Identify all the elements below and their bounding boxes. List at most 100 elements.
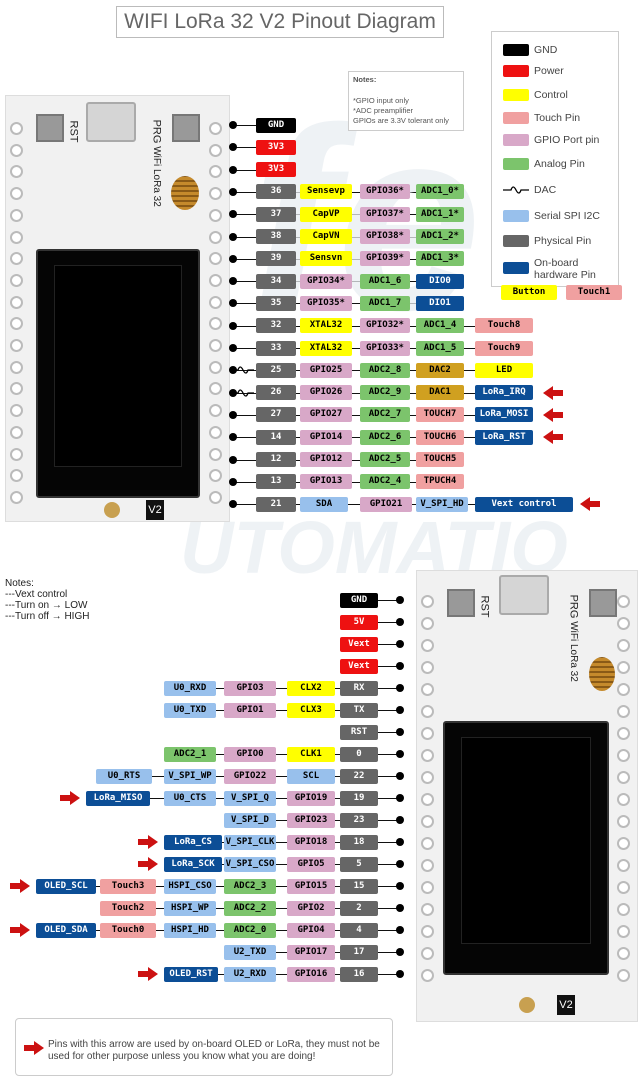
dac-wave-icon [232,366,254,374]
rst-label: RST [67,120,80,143]
pin-hole [617,661,630,674]
legend-label: GND [534,44,558,56]
pin-hole [421,705,434,718]
pin-label: LoRa_MOSI [475,407,533,423]
pin-label: ADC2_6 [360,429,410,445]
pin-dot [396,904,404,912]
pin-label: 23 [340,812,378,828]
prg-button[interactable] [172,114,200,142]
pin-label: CLK1 [287,746,335,762]
pin-hole [421,595,434,608]
warning-arrow-icon [543,407,563,422]
vext-notes-line: ---Turn on → LOW [5,600,88,611]
warning-arrow-icon [10,879,30,893]
notes-line: *GPIO input only [353,96,409,105]
pin-dot [229,433,237,442]
legend-swatch [503,112,529,124]
pin-dot [396,662,404,670]
pin-label: V_SPI_D [224,812,276,828]
pin-label: CapVP [300,206,352,222]
pin-hole [209,382,222,396]
pin-label: 2 [340,900,378,916]
pin-label: LoRa_CS [164,834,222,850]
pin-label: ADC2_3 [224,878,276,894]
pin-label: GPIO25 [300,362,352,378]
pin-dot [396,596,404,604]
prg-button[interactable] [589,589,617,617]
usb-connector [86,102,136,142]
pin-label: U0_RXD [164,680,216,696]
pin-hole [421,793,434,806]
pin-label: Touch2 [100,900,156,916]
pin-label: GPIO13 [300,474,352,490]
pin-label: GPIO35* [300,295,352,311]
pin-label: TOUCH5 [416,452,464,467]
pin-hole [10,382,23,396]
pin-label: 14 [256,429,296,445]
pin-dot [229,455,237,464]
pin-hole [10,295,23,309]
pin-label: GPIO27 [300,407,352,423]
vext-notes-line: ---Turn off → HIGH [5,611,90,622]
pin-dot [229,500,237,509]
pin-label: 25 [256,362,296,378]
pin-hole [10,490,23,504]
pin-label: GND [340,592,378,608]
pin-dot [396,970,404,978]
legend-swatch [503,89,529,101]
antenna-spring [171,176,199,210]
pin-label: CLX2 [287,680,335,696]
pin-dot [396,794,404,802]
pin-label: GPIO5 [287,856,335,872]
pin-hole [617,705,630,718]
pin-hole [209,252,222,266]
pin-hole [617,859,630,872]
rst-button[interactable] [36,114,64,142]
pin-dot [396,838,404,846]
rst-label: RST [478,595,491,618]
pin-label: GPIO1 [224,702,276,718]
pin-hole [421,881,434,894]
pin-label: Touch3 [100,878,156,894]
pin-hole [209,187,222,201]
pin-label: 17 [340,944,378,960]
pin-label: Touch0 [100,922,156,938]
warning-arrow-icon [543,385,563,400]
pin-label: 27 [256,407,296,423]
pin-label: Sensevp [300,184,352,200]
pin-label: OLED_RST [164,966,218,982]
pin-label: Touch9 [475,340,533,356]
pin-hole [617,947,630,960]
pin-dot [229,121,237,129]
legend-swatch [503,44,529,56]
rst-button[interactable] [447,589,475,617]
notes-box: Notes: *GPIO input only *ADC preamplifie… [348,71,464,131]
pin-dot [229,344,237,352]
warning-box: Pins with this arrow are used by on-boar… [15,1018,393,1076]
pin-hole [209,425,222,439]
pin-hole [617,925,630,938]
pin-label: 4 [340,922,378,938]
pin-hole [209,404,222,418]
pin-label: 15 [340,878,378,894]
pin-hole [10,230,23,244]
pin-dot [396,684,404,692]
pin-label: GPIO12 [300,452,352,467]
pin-label: U2_RXD [224,966,276,982]
pin-label: LoRa_RST [475,429,533,445]
pin-label: U2_TXD [224,944,276,960]
pin-dot [229,477,237,486]
warning-arrow-icon [138,835,158,849]
legend-label: Analog Pin [534,158,585,170]
pin-dot [396,948,404,956]
pin-hole [209,339,222,352]
pin-hole [10,122,23,135]
prg-label: PRG [150,119,163,144]
pin-label: GPIO32* [360,318,410,334]
pin-label: OLED_SDA [36,922,96,938]
pin-label: Vext [340,636,378,652]
antenna-spring [589,657,615,691]
pin-hole [209,360,222,374]
pin-label: 12 [256,452,296,467]
pin-label: ADC2_9 [360,385,410,401]
